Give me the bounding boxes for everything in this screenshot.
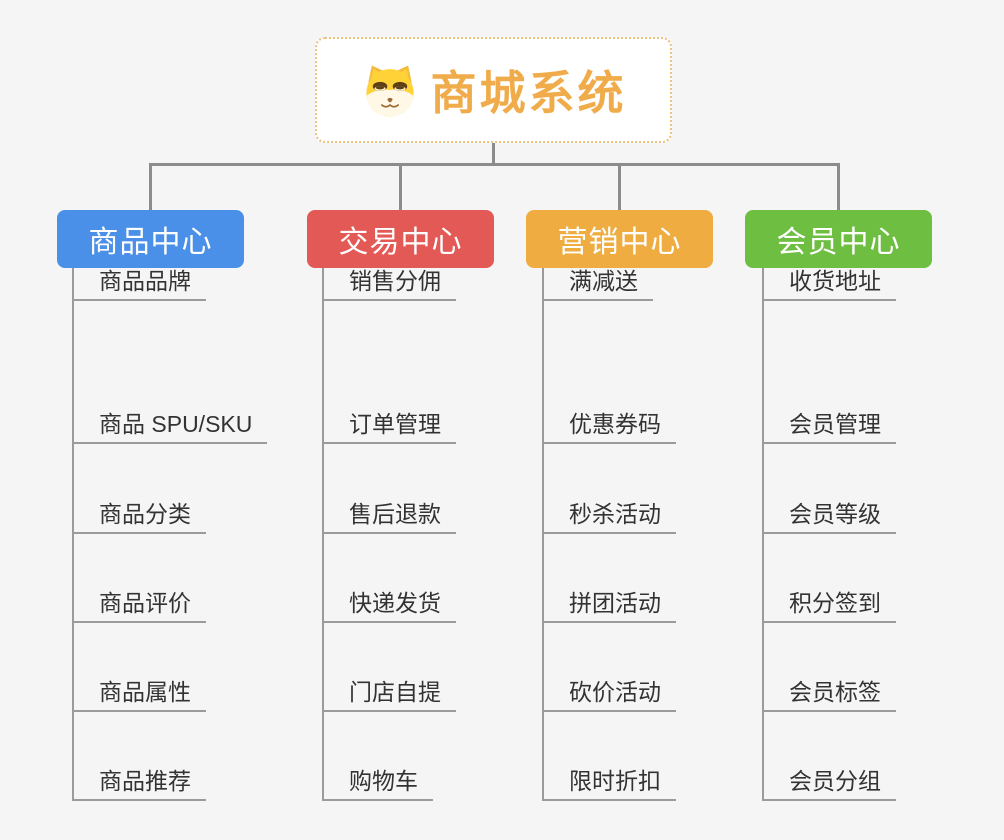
mindmap-node[interactable]: 会员分组 bbox=[762, 768, 896, 801]
mindmap-node[interactable]: 限时折扣 bbox=[542, 768, 676, 801]
mindmap-node[interactable]: 门店自提 bbox=[322, 679, 456, 712]
connector-rail bbox=[149, 163, 840, 166]
mindmap-node[interactable]: 订单管理 bbox=[322, 411, 456, 444]
connector-drop-product bbox=[149, 165, 152, 210]
connector-drop-marketing bbox=[618, 165, 621, 210]
mindmap-node[interactable]: 积分签到 bbox=[762, 590, 896, 623]
mindmap-node[interactable]: 会员等级 bbox=[762, 501, 896, 534]
mindmap-node[interactable]: 商品推荐 bbox=[72, 768, 206, 801]
branch-header-trade[interactable]: 交易中心 bbox=[307, 210, 494, 268]
mindmap-node[interactable]: 商品评价 bbox=[72, 590, 206, 623]
mindmap-node[interactable]: 秒杀活动 bbox=[542, 501, 676, 534]
mindmap-node[interactable]: 会员标签 bbox=[762, 679, 896, 712]
mindmap-node[interactable]: 快递发货 bbox=[322, 590, 456, 623]
mindmap-node[interactable]: 商品品牌 bbox=[72, 268, 206, 301]
root-node[interactable]: 商城系统 bbox=[315, 37, 672, 143]
mindmap-node[interactable]: 商品 SPU/SKU bbox=[72, 411, 268, 444]
connector-drop-member bbox=[837, 165, 840, 210]
mindmap-node[interactable]: 拼团活动 bbox=[542, 590, 676, 623]
branch-header-marketing[interactable]: 营销中心 bbox=[526, 210, 713, 268]
mindmap-node[interactable]: 销售分佣 bbox=[322, 268, 456, 301]
mindmap-node[interactable]: 收货地址 bbox=[762, 268, 896, 301]
mindmap-node[interactable]: 购物车 bbox=[322, 768, 433, 801]
mindmap-node[interactable]: 砍价活动 bbox=[542, 679, 676, 712]
branch-trunk-line bbox=[322, 268, 324, 801]
shiba-dog-icon bbox=[361, 62, 419, 118]
mindmap-node[interactable]: 售后退款 bbox=[322, 501, 456, 534]
mindmap-node[interactable]: 商品属性 bbox=[72, 679, 206, 712]
branch-header-product[interactable]: 商品中心 bbox=[57, 210, 244, 268]
root-title: 商城系统 bbox=[430, 67, 627, 119]
connector-root-stem bbox=[492, 142, 495, 164]
branch-trunk-line bbox=[762, 268, 764, 801]
mindmap-node[interactable]: 优惠券码 bbox=[542, 411, 676, 444]
mindmap-node[interactable]: 满减送 bbox=[542, 268, 653, 301]
connector-drop-trade bbox=[399, 165, 402, 210]
mindmap-node[interactable]: 商品分类 bbox=[72, 501, 206, 534]
mindmap-node[interactable]: 会员管理 bbox=[762, 411, 896, 444]
branch-header-member[interactable]: 会员中心 bbox=[745, 210, 932, 268]
branch-trunk-line bbox=[542, 268, 544, 801]
branch-trunk-line bbox=[72, 268, 74, 801]
